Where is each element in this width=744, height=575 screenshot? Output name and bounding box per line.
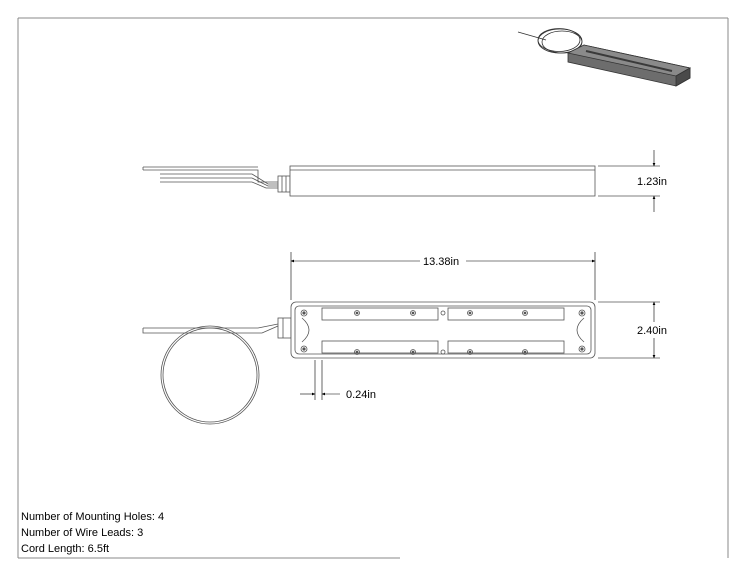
mounting-holes-note: Number of Mounting Holes: 4 bbox=[21, 511, 165, 523]
dimension-width bbox=[598, 301, 660, 359]
width-dimension-label: 2.40in bbox=[637, 325, 667, 337]
isometric-view bbox=[517, 28, 692, 87]
dimension-height bbox=[598, 150, 660, 212]
cord-length-note: Cord Length: 6.5ft bbox=[21, 543, 110, 555]
side-view bbox=[142, 165, 596, 197]
spec-notes: Number of Mounting Holes: 4 Number of Wi… bbox=[21, 509, 164, 557]
dimension-edge-offset bbox=[300, 360, 340, 400]
edge-offset-dimension-label: 0.24in bbox=[346, 389, 376, 401]
drawing-frame bbox=[17, 17, 729, 559]
height-dimension-label: 1.23in bbox=[637, 176, 667, 188]
top-view bbox=[142, 301, 596, 425]
dimension-length bbox=[290, 252, 596, 300]
length-dimension-label: 13.38in bbox=[423, 256, 459, 268]
wire-leads-note: Number of Wire Leads: 3 bbox=[21, 527, 144, 539]
